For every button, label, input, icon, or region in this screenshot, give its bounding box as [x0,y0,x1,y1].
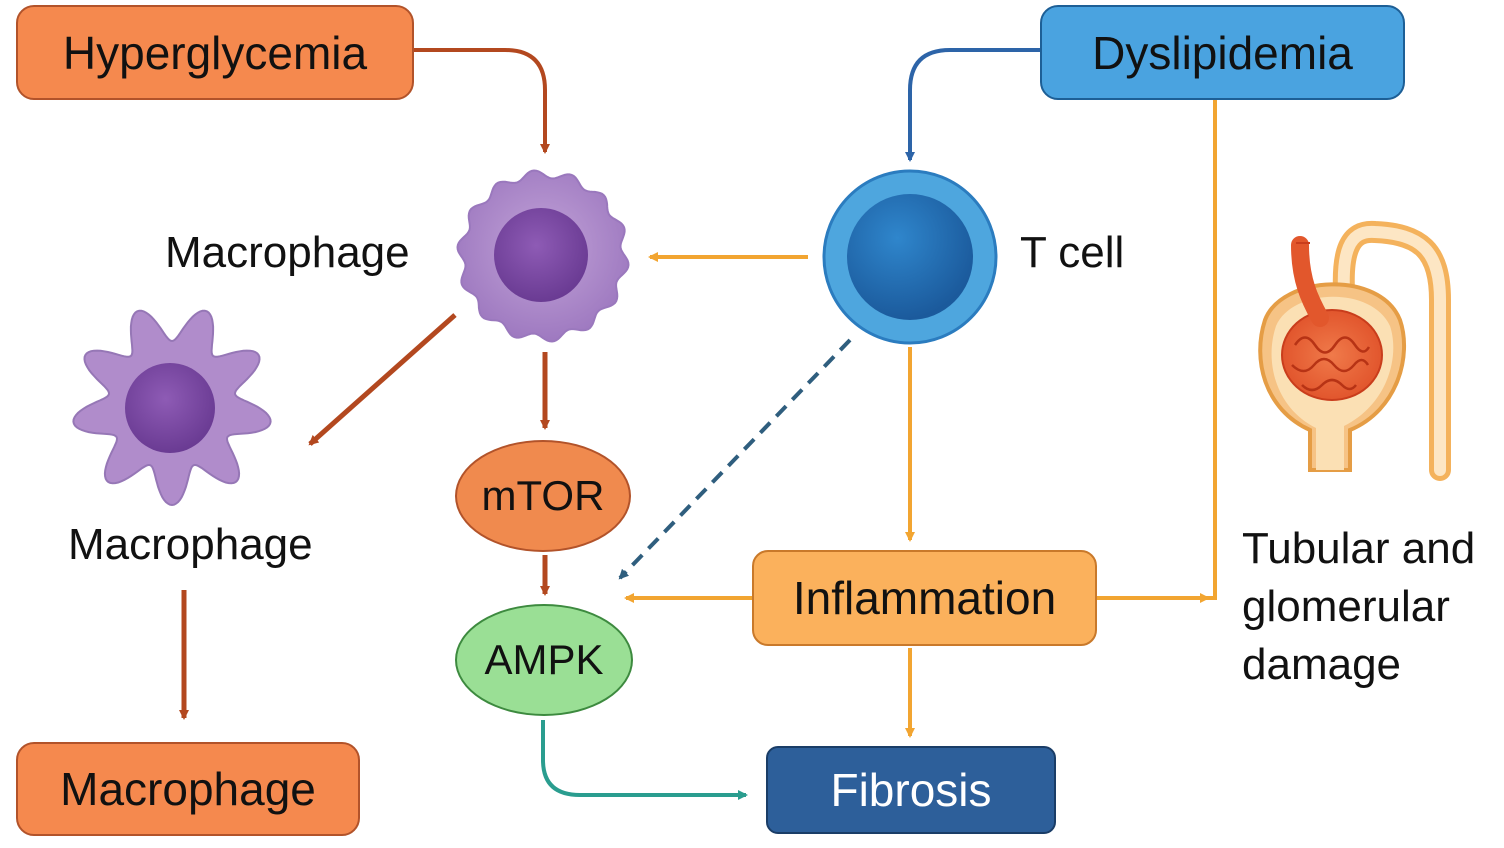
kidney-damage-label: Tubular and glomerular damage [1242,520,1475,694]
kidney-damage-line-2: glomerular [1242,582,1450,631]
hyperglycemia-box: Hyperglycemia [16,5,414,100]
ampk-node: AMPK [455,604,633,716]
kidney-damage-line-1: Tubular and [1242,524,1476,573]
dyslipidemia-box: Dyslipidemia [1040,5,1405,100]
inflammation-box: Inflammation [752,550,1097,646]
macrophage-box-label: Macrophage [60,763,316,815]
ampk-label: AMPK [484,636,604,683]
macrophage-cell-icon [456,169,630,343]
nephron-kidney-icon [1258,220,1451,481]
mtor-node: mTOR [455,440,631,552]
arrow-ampk-to-fibrosis [541,720,748,800]
arrow-hyperglycemia-to-macrophage [414,48,550,154]
arrow-dyslipidemia-to-tcell [905,48,1040,162]
activated-macrophage-cell-icon [72,309,272,507]
macrophage-cell-label: Macrophage [165,228,410,277]
kidney-damage-line-3: damage [1242,640,1402,689]
dyslipidemia-label: Dyslipidemia [1092,26,1353,79]
fibrosis-box: Fibrosis [766,746,1056,834]
t-cell-label: T cell [1020,228,1125,277]
t-cell-icon [822,169,998,345]
mtor-label: mTOR [481,472,605,519]
macrophage-box: Macrophage [16,742,360,836]
fibrosis-label: Fibrosis [830,764,992,816]
inflammation-label: Inflammation [792,572,1057,624]
arrow-dyslipidemia-to-kidney-damage [1205,100,1217,600]
hyperglycemia-label: Hyperglycemia [62,26,368,79]
activated-macrophage-label: Macrophage [68,520,313,569]
arrow-macrophage-to-activated-macrophage [308,313,457,446]
arrow-tcell-to-ampk-dashed [618,338,852,580]
